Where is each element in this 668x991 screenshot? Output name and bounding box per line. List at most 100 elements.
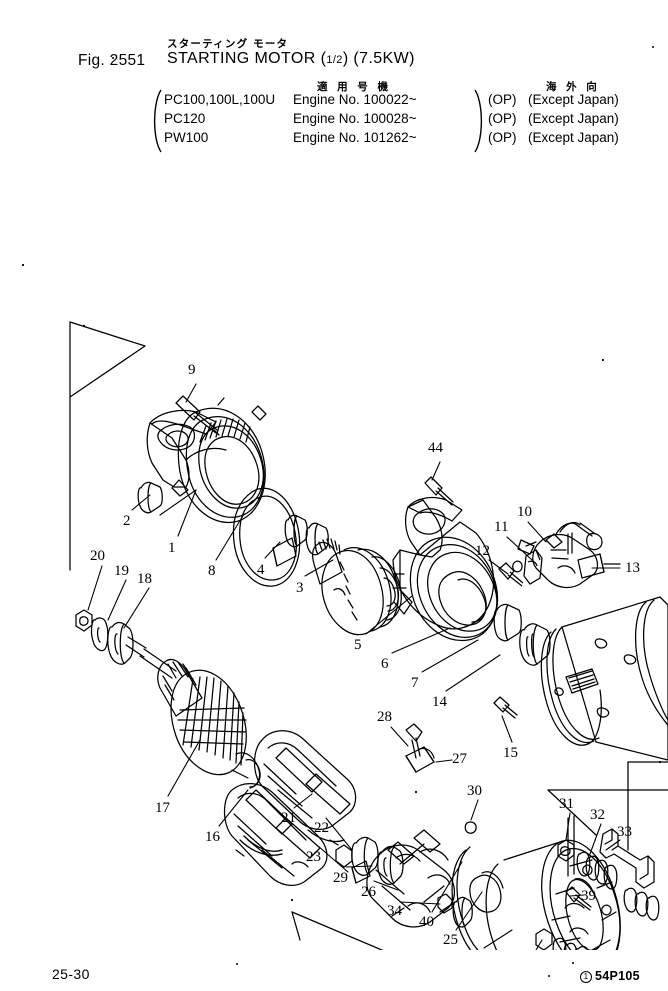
part-16-field-coil-assembly xyxy=(223,730,357,886)
part-35-36-37-washers xyxy=(535,928,589,950)
print-specks xyxy=(21,263,662,902)
part-10-magnetic-switch xyxy=(517,522,621,589)
callout-39: 39 xyxy=(581,888,596,904)
title-fraction-wrap: (1/2) xyxy=(320,50,354,67)
callout-27: 27 xyxy=(452,751,468,767)
model-name: PC100,100L,100U xyxy=(164,92,276,107)
part-38-washers xyxy=(623,887,660,921)
option-flag: (OP) xyxy=(488,92,517,107)
figure-number: Fig. 2551 xyxy=(78,52,146,69)
title-english: STARTING MOTOR xyxy=(167,50,316,67)
title-japanese: スターティング モータ xyxy=(167,38,289,50)
revision-mark: 1 xyxy=(580,971,592,983)
callout-31: 31 xyxy=(559,796,574,812)
callout-18: 18 xyxy=(137,571,152,587)
callout-44: 44 xyxy=(428,440,444,456)
part-26-brush-holder xyxy=(366,829,455,928)
part-4-spacers xyxy=(272,514,329,567)
callout-28: 28 xyxy=(377,709,392,725)
callout-40: 40 xyxy=(419,914,434,930)
part-29-ring xyxy=(377,845,404,885)
callout-21: 21 xyxy=(281,810,296,826)
part-3-pinion-clutch xyxy=(312,538,402,636)
part-2-bushing xyxy=(137,481,163,514)
callout-4: 4 xyxy=(257,562,265,578)
market-note: (Except Japan) xyxy=(528,111,619,126)
callout-23: 23 xyxy=(306,849,321,865)
part-19-washer xyxy=(90,617,109,652)
part-20-nut xyxy=(75,609,93,632)
model-name: PW100 xyxy=(164,130,209,145)
callout-13: 13 xyxy=(625,560,640,576)
model-name: PC120 xyxy=(164,111,206,126)
callout-26: 26 xyxy=(361,884,377,900)
part-12-screw xyxy=(498,560,524,587)
part-30-pin xyxy=(464,821,477,834)
market-note: (Except Japan) xyxy=(528,130,619,145)
part-8-o-ring xyxy=(232,487,301,587)
part-32-washers xyxy=(576,851,618,890)
callout-2: 2 xyxy=(123,513,131,529)
page-title: STARTING MOTOR (1/2) (7.5KW) xyxy=(167,50,415,68)
print-speck xyxy=(652,46,654,48)
part-5-rear-bracket xyxy=(392,497,499,642)
callout-11: 11 xyxy=(494,519,508,535)
callout-33: 33 xyxy=(617,824,632,840)
callout-5: 5 xyxy=(354,637,362,653)
group-bracket-yoke xyxy=(627,761,668,851)
title-fraction: 1/2 xyxy=(326,54,343,66)
part-27-brush xyxy=(405,746,435,773)
print-speck xyxy=(236,963,238,965)
print-speck xyxy=(112,57,114,59)
drawing-code-value: 54P105 xyxy=(595,969,640,983)
callout-8: 8 xyxy=(208,563,216,579)
group-bracket-lower-left xyxy=(291,911,384,950)
callout-29: 29 xyxy=(333,870,348,886)
callout-9: 9 xyxy=(188,362,196,378)
callout-7: 7 xyxy=(411,675,419,691)
callout-3: 3 xyxy=(296,580,304,596)
engine-number: Engine No. 100022~ xyxy=(293,92,417,107)
part-40-band xyxy=(451,846,479,950)
callout-6: 6 xyxy=(381,656,389,672)
callout-19: 19 xyxy=(114,563,129,579)
exploded-diagram: 9 2 1 8 4 3 5 6 7 14 15 44 10 11 12 13 2… xyxy=(0,150,668,950)
part-6-bushing xyxy=(493,603,522,642)
bracket-right xyxy=(474,89,483,153)
title-power: (7.5KW) xyxy=(353,50,415,67)
option-flag: (OP) xyxy=(488,111,517,126)
callout-32: 32 xyxy=(590,807,605,823)
callout-25: 25 xyxy=(443,932,458,948)
part-23-spacer xyxy=(351,860,371,884)
print-speck xyxy=(548,975,550,977)
callout-labels: 9 2 1 8 4 3 5 6 7 14 15 44 10 11 12 13 2… xyxy=(90,362,640,948)
part-44-screw xyxy=(424,476,454,506)
callout-14: 14 xyxy=(432,694,448,710)
engine-number: Engine No. 100028~ xyxy=(293,111,417,126)
part-25-boss xyxy=(469,871,504,913)
market-note: (Except Japan) xyxy=(528,92,619,107)
overseas-label: 海 外 向 xyxy=(546,81,600,93)
part-33-terminal-bracket xyxy=(599,828,655,889)
group-bracket-left xyxy=(69,321,146,571)
callout-17: 17 xyxy=(155,800,171,816)
applicable-label: 適 用 号 機 xyxy=(317,81,391,93)
part-18-bearing xyxy=(107,621,134,665)
callout-22: 22 xyxy=(314,820,329,836)
part-14-yoke-housing xyxy=(540,596,668,761)
callout-34: 34 xyxy=(387,903,403,919)
diagram-svg: 9 2 1 8 4 3 5 6 7 14 15 44 10 11 12 13 2… xyxy=(21,263,668,950)
page-number: 25-30 xyxy=(52,966,90,982)
part-17-armature xyxy=(125,636,261,789)
callout-12: 12 xyxy=(475,543,490,559)
engine-number: Engine No. 101262~ xyxy=(293,130,417,145)
part-11-contact-plate xyxy=(523,549,543,585)
part-15-screw xyxy=(493,696,518,719)
callout-10: 10 xyxy=(517,504,532,520)
part-28-brush-spring xyxy=(405,723,435,759)
callout-16: 16 xyxy=(205,829,221,845)
print-speck xyxy=(572,962,574,964)
callout-20: 20 xyxy=(90,548,105,564)
